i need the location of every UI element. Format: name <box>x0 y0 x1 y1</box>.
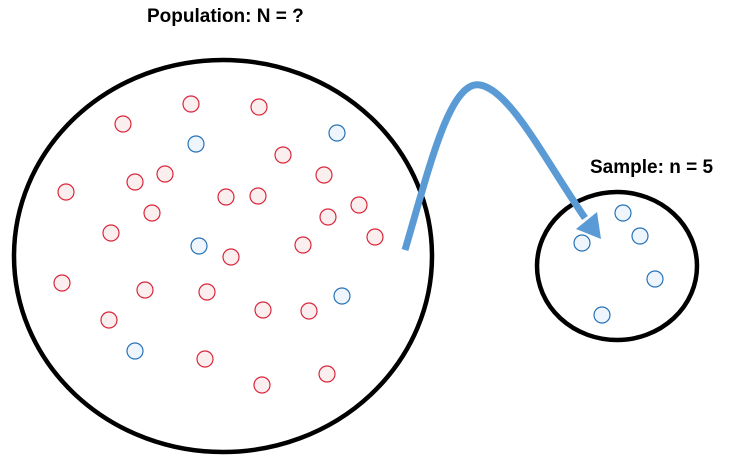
blue-member-dot <box>593 306 611 324</box>
red-member-dot <box>136 281 154 299</box>
red-member-dot <box>53 274 71 292</box>
blue-member-dot <box>190 237 208 255</box>
red-member-dot <box>318 365 336 383</box>
population-label: Population: N = ? <box>147 6 304 27</box>
blue-member-dot <box>333 287 351 305</box>
red-member-dot <box>350 196 368 214</box>
sampling-arrow <box>401 81 588 251</box>
red-member-dot <box>249 187 267 205</box>
sample-dots <box>573 204 664 324</box>
red-member-dot <box>196 350 214 368</box>
red-member-dot <box>366 228 384 246</box>
red-member-dot <box>274 146 292 164</box>
population-dots <box>53 95 384 394</box>
blue-member-dot <box>328 124 346 142</box>
blue-member-dot <box>573 234 591 252</box>
blue-member-dot <box>631 227 649 245</box>
red-member-dot <box>294 236 312 254</box>
red-member-dot <box>143 204 161 222</box>
red-member-dot <box>198 283 216 301</box>
blue-member-dot <box>126 342 144 360</box>
red-member-dot <box>114 115 132 133</box>
red-member-dot <box>126 173 144 191</box>
sample-label: Sample: n = 5 <box>590 157 714 178</box>
red-member-dot <box>102 224 120 242</box>
red-member-dot <box>254 301 272 319</box>
arrow-head-icon <box>576 212 601 239</box>
blue-member-dot <box>187 135 205 153</box>
red-member-dot <box>182 95 200 113</box>
red-member-dot <box>100 311 118 329</box>
red-member-dot <box>222 248 240 266</box>
sample-ellipse <box>534 189 700 343</box>
red-member-dot <box>300 302 318 320</box>
red-member-dot <box>319 208 337 226</box>
red-member-dot <box>250 98 268 116</box>
blue-member-dot <box>646 270 664 288</box>
red-member-dot <box>156 165 174 183</box>
red-member-dot <box>253 376 271 394</box>
population-ellipse <box>11 57 435 455</box>
red-member-dot <box>57 183 75 201</box>
blue-member-dot <box>614 204 632 222</box>
red-member-dot <box>217 188 235 206</box>
red-member-dot <box>315 166 333 184</box>
